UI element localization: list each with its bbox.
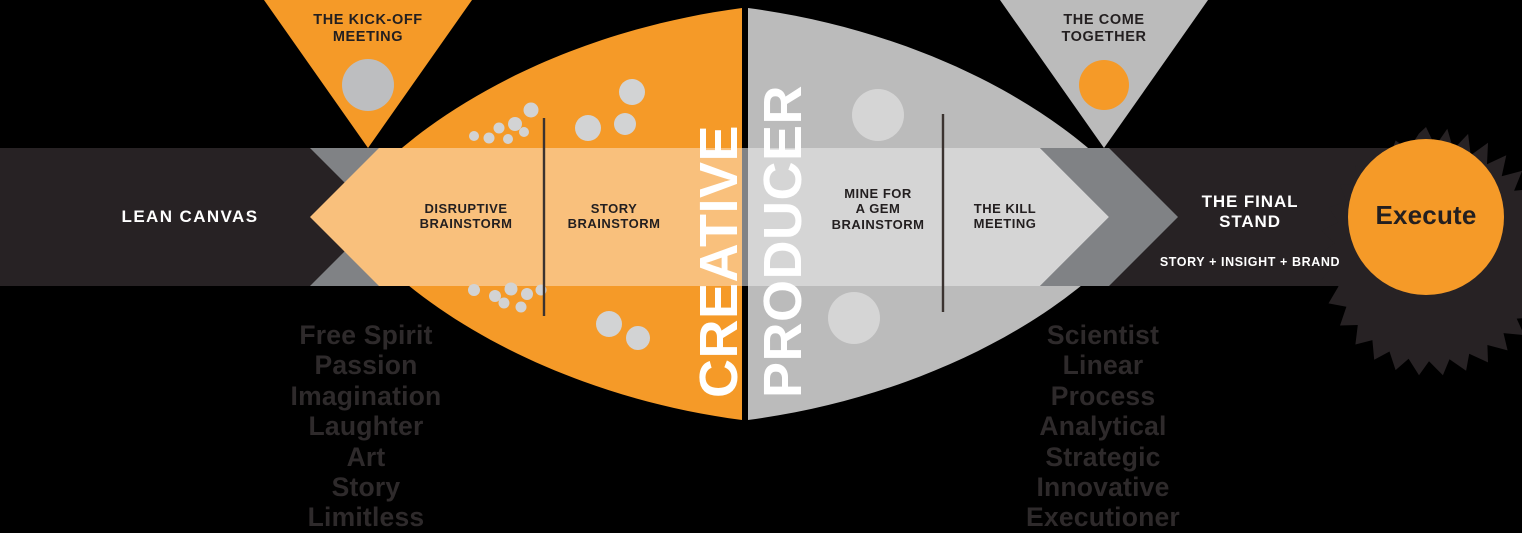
final-stand-subtitle: STORY + INSIGHT + BRAND [1159,255,1341,269]
lean-canvas-segment [0,148,379,286]
kick-off-triangle [264,0,472,148]
creative-trait-item: Laughter [308,411,424,442]
process-bar [0,148,1392,286]
phase-title-producer: PRODUCER [753,84,813,398]
mine-for-a-gem-label: MINE FOR A GEM BRAINSTORM [808,186,948,232]
lean-canvas-label: LEAN CANVAS [121,207,259,226]
disruptive-brainstorm-label: DISRUPTIVE BRAINSTORM [388,201,544,232]
producer-trait-item: Innovative [1036,472,1170,503]
story-line2: BRAINSTORM [567,216,661,232]
kill-line1: THE KILL [973,201,1037,216]
kill-line2: MEETING [973,216,1037,232]
phase-title-creative: CREATIVE [689,124,749,398]
producer-trait-item: Analytical [1039,411,1167,442]
execute-circle [1348,139,1504,295]
kick-off-label: THE KICK-OFF MEETING [276,12,460,46]
mine-line1: MINE FOR [844,186,912,201]
creative-trait-item: Passion [314,350,418,381]
final-line2: STAND [1219,212,1281,232]
producer-trait-item: Linear [1062,350,1144,381]
producer-trait-item: Process [1050,380,1156,411]
creative-trait-item: Art [346,441,386,472]
come-together-label: THE COME TOGETHER [1012,12,1196,46]
come-together-dot [1079,60,1129,110]
come-together-line1: THE COME [1063,12,1145,28]
kill-meeting-label: THE KILL MEETING [943,201,1067,232]
final-stand-label: THE FINAL STAND [1148,192,1352,232]
creative-dots [468,79,650,350]
kick-off-line2: MEETING [332,29,404,46]
execute-node[interactable] [1318,127,1522,376]
creative-trait-item: Story [331,472,401,503]
come-together-triangle [1000,0,1208,148]
producer-band [748,148,1109,286]
kick-off-line1: THE KICK-OFF [313,12,423,28]
mine-line3: BRAINSTORM [831,216,925,232]
producer-dots [828,89,904,344]
producer-trait-item: Executioner [1026,502,1180,533]
story-line1: STORY [590,201,638,216]
disruptive-line1: DISRUPTIVE [424,201,508,216]
creative-trait-item: Imagination [290,380,442,411]
brainstorm-band [310,148,742,286]
kick-off-dot [342,59,394,111]
producer-trait-item: Scientist [1046,320,1160,350]
final-stand-segment [1109,148,1392,286]
come-together-line2: TOGETHER [1061,29,1147,46]
creative-trait-item: Free Spirit [299,320,433,350]
story-brainstorm-label: STORY BRAINSTORM [544,201,684,232]
disruptive-line2: BRAINSTORM [419,216,513,232]
final-line1: THE FINAL [1201,192,1299,211]
mine-line2: A GEM [855,201,901,217]
execute-label[interactable]: Execute [1375,200,1477,230]
creative-trait-item: Limitless [307,502,425,533]
producer-trait-item: Strategic [1045,441,1161,472]
